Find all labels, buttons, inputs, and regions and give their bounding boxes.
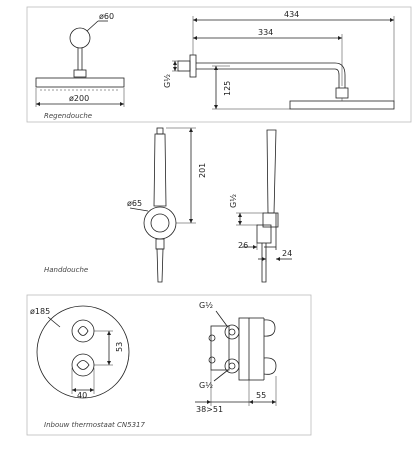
thermostat-front-view: ø185 53 40 [30, 305, 130, 400]
hand-shower-panel: 201 ø65 G½ 26 24 [44, 127, 292, 283]
hand-offset-b-label: 24 [282, 249, 292, 258]
hand-shower-front-view: 201 ø65 [127, 127, 207, 283]
thermostat-side-view: G½ G½ 38>51 55 [195, 301, 277, 414]
thermo-handle-spacing-label: 53 [115, 342, 124, 352]
hand-height-label: 201 [198, 163, 207, 178]
rain-shower-frame [26, 6, 412, 123]
thermostat-caption: Inbouw thermostaat CN5317 [44, 421, 146, 429]
thermostat-frame [26, 294, 312, 436]
rain-shower-side-view: 434 334 G½ 125 [163, 10, 395, 110]
rain-arm-diameter-label: ø60 [99, 12, 114, 21]
rain-arm-length-label: 334 [258, 28, 273, 37]
rain-head-diameter-label: ø200 [69, 94, 89, 103]
rain-shower-front-view: ø60 ø200 [35, 12, 125, 107]
rain-connection-label: G½ [163, 74, 172, 88]
hand-shower-caption: Handdouche [44, 266, 88, 274]
thermo-projection-label: 55 [256, 391, 266, 400]
hand-shower-side-view: G½ 26 24 [229, 129, 292, 283]
rain-height-label: 125 [223, 81, 232, 96]
thermo-inlet-top-label: G½ [199, 301, 213, 310]
hand-connection-label: G½ [229, 194, 238, 208]
thermo-depth-range-label: 38>51 [196, 405, 223, 414]
hand-offset-a-label: 26 [238, 241, 248, 250]
hand-bracket-diameter-label: ø65 [127, 199, 142, 208]
rain-shower-caption: Regendouche [44, 112, 92, 120]
rain-total-length-label: 434 [284, 10, 299, 19]
rain-shower-panel: ø60 ø200 434 334 [26, 6, 412, 123]
thermo-plate-diameter-label: ø185 [30, 307, 50, 316]
thermo-knob-width-label: 40 [77, 391, 87, 400]
thermo-inlet-bottom-label: G½ [199, 381, 213, 390]
thermostat-panel: ø185 53 40 [26, 294, 312, 436]
